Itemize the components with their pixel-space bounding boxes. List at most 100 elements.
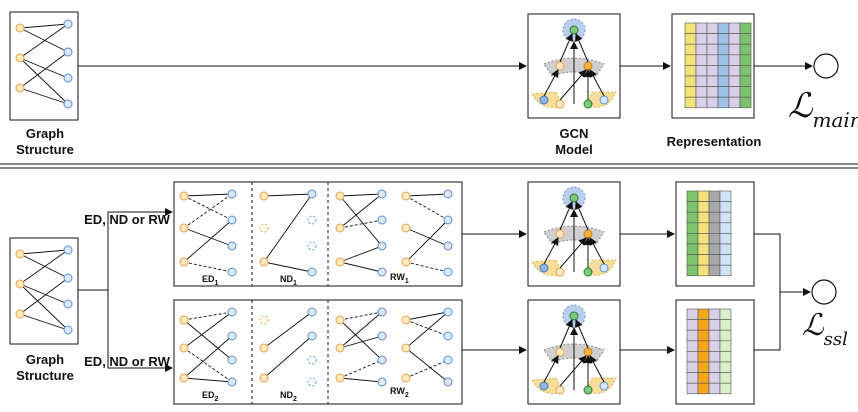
matrix-cell bbox=[686, 329, 699, 342]
matrix-cell bbox=[739, 54, 752, 66]
matrix-cell bbox=[697, 329, 710, 342]
matrix-cell bbox=[686, 254, 699, 266]
matrix-cell bbox=[728, 33, 741, 45]
matrix-cell bbox=[697, 361, 710, 373]
matrix-cell bbox=[695, 43, 708, 56]
matrix-cell bbox=[697, 340, 710, 352]
nd2-label: ND2 bbox=[280, 390, 297, 403]
matrix-cell bbox=[686, 382, 699, 395]
matrix-cell bbox=[684, 65, 697, 77]
matrix-cell bbox=[706, 75, 719, 87]
loss-main-label: ℒmain bbox=[788, 86, 858, 132]
matrix-cell bbox=[706, 33, 719, 45]
matrix-cell bbox=[684, 86, 697, 98]
matrix-cell bbox=[719, 264, 732, 277]
loss-node-main bbox=[813, 53, 839, 79]
matrix-cell bbox=[739, 65, 752, 77]
matrix-cell bbox=[695, 96, 708, 109]
matrix-cell bbox=[697, 351, 710, 363]
matrix-cell bbox=[717, 65, 730, 77]
matrix-cell bbox=[695, 86, 708, 98]
matrix-cell bbox=[717, 33, 730, 45]
matrix-cell bbox=[708, 308, 721, 320]
rw2-label: RW2 bbox=[390, 386, 409, 399]
matrix-cell bbox=[695, 22, 708, 34]
matrix-cell bbox=[719, 201, 732, 213]
matrix-cell bbox=[684, 96, 697, 109]
matrix-cell bbox=[686, 264, 699, 277]
representation-matrix-aug2 bbox=[686, 308, 732, 395]
matrix-cell bbox=[719, 382, 732, 395]
nd1-label: ND1 bbox=[280, 274, 297, 287]
merge-bracket bbox=[754, 233, 781, 351]
representation-label: Representation bbox=[666, 134, 762, 149]
matrix-cell bbox=[697, 319, 710, 331]
matrix-cell bbox=[719, 329, 732, 342]
matrix-cell bbox=[728, 43, 741, 56]
matrix-cell bbox=[697, 254, 710, 266]
matrix-cell bbox=[708, 351, 721, 363]
matrix-cell bbox=[719, 372, 732, 384]
matrix-cell bbox=[697, 211, 710, 224]
matrix-cell bbox=[706, 96, 719, 109]
matrix-cell bbox=[697, 190, 710, 202]
matrix-cell bbox=[728, 22, 741, 34]
matrix-cell bbox=[686, 308, 699, 320]
matrix-cell bbox=[684, 43, 697, 56]
matrix-cell bbox=[728, 65, 741, 77]
matrix-cell bbox=[719, 351, 732, 363]
matrix-cell bbox=[706, 22, 719, 34]
matrix-cell bbox=[708, 361, 721, 373]
matrix-cell bbox=[697, 201, 710, 213]
matrix-cell bbox=[686, 243, 699, 255]
ed2-graph bbox=[179, 307, 237, 387]
matrix-cell bbox=[719, 222, 732, 234]
matrix-cell bbox=[708, 211, 721, 224]
matrix-cell bbox=[708, 340, 721, 352]
matrix-cell bbox=[686, 190, 699, 202]
loss-ssl-label: ℒssl bbox=[802, 308, 848, 350]
rw1-label: RW1 bbox=[390, 272, 409, 285]
rw1-graph bbox=[335, 189, 453, 277]
matrix-cell bbox=[719, 361, 732, 373]
matrix-cell bbox=[708, 190, 721, 202]
matrix-cell bbox=[686, 340, 699, 352]
gcn-model-label: GCN Model bbox=[555, 126, 593, 158]
matrix-cell bbox=[686, 361, 699, 373]
matrix-cell bbox=[719, 254, 732, 266]
augmentation-panel-top bbox=[173, 181, 463, 287]
matrix-cell bbox=[695, 75, 708, 87]
representation-matrix-aug1 bbox=[686, 190, 732, 277]
matrix-cell bbox=[686, 372, 699, 384]
matrix-cell bbox=[719, 308, 732, 320]
matrix-cell bbox=[728, 86, 741, 98]
matrix-cell bbox=[728, 75, 741, 87]
matrix-cell bbox=[708, 382, 721, 395]
matrix-cell bbox=[739, 22, 752, 34]
matrix-cell bbox=[717, 54, 730, 66]
matrix-cell bbox=[719, 190, 732, 202]
matrix-cell bbox=[708, 329, 721, 342]
matrix-cell bbox=[686, 201, 699, 213]
ed1-label: ED1 bbox=[202, 274, 219, 287]
matrix-cell bbox=[697, 233, 710, 245]
matrix-cell bbox=[686, 351, 699, 363]
matrix-cell bbox=[697, 222, 710, 234]
matrix-cell bbox=[708, 243, 721, 255]
augmentation-panel-bottom bbox=[173, 299, 463, 405]
matrix-cell bbox=[686, 222, 699, 234]
matrix-cell bbox=[708, 264, 721, 277]
representation-matrix-top bbox=[684, 22, 752, 109]
matrix-cell bbox=[719, 211, 732, 224]
nd1-graph bbox=[259, 189, 317, 277]
matrix-cell bbox=[708, 201, 721, 213]
graph-structure-label-top: Graph Structure bbox=[16, 126, 74, 158]
matrix-cell bbox=[739, 33, 752, 45]
matrix-cell bbox=[695, 65, 708, 77]
loss-node-ssl bbox=[811, 279, 837, 305]
matrix-cell bbox=[717, 96, 730, 109]
matrix-cell bbox=[697, 372, 710, 384]
ed2-label: ED2 bbox=[202, 390, 219, 403]
graph-structure-label-bottom: Graph Structure bbox=[16, 352, 74, 384]
